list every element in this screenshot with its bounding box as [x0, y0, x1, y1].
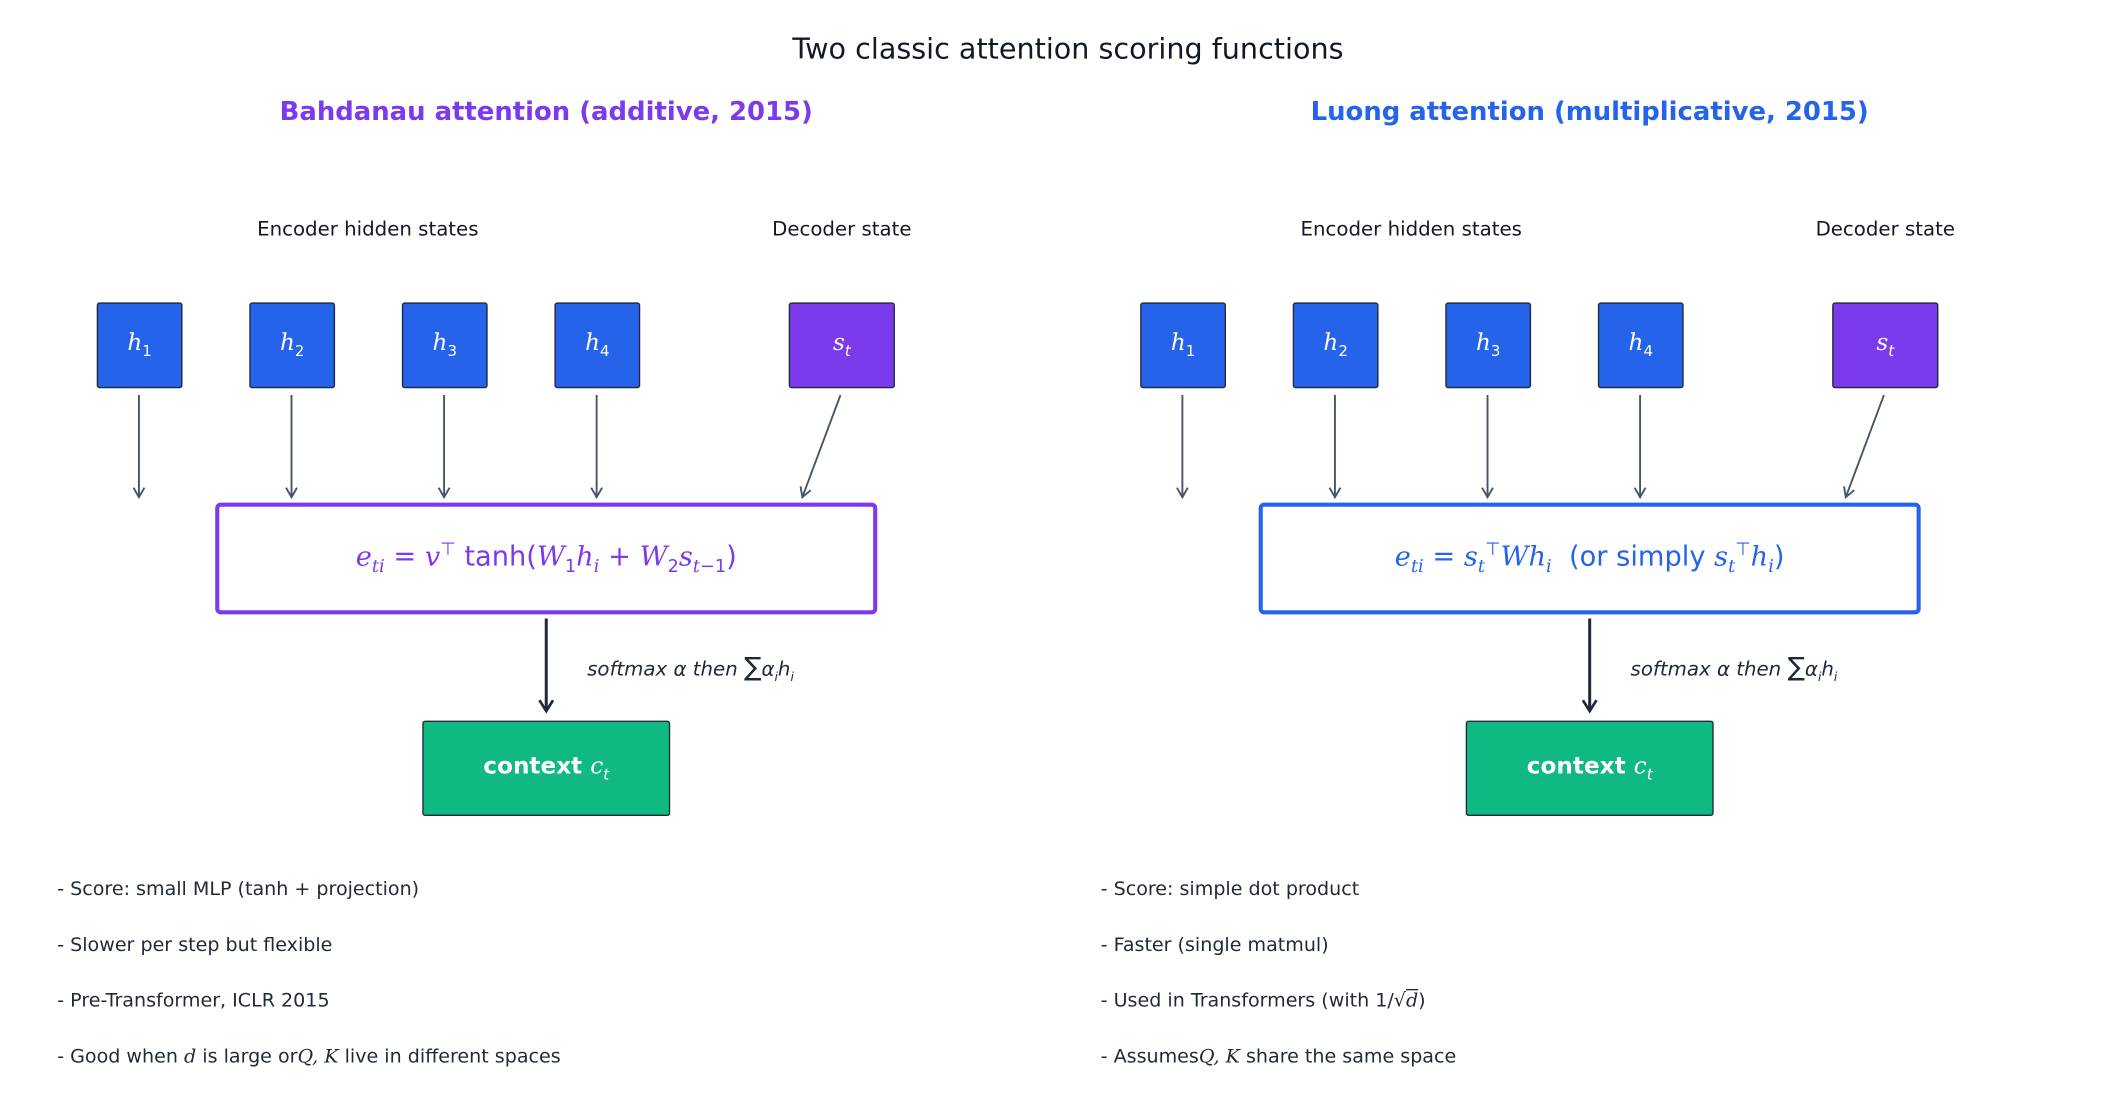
- right-context-box: context ct: [1465, 720, 1714, 816]
- right-softmax-note: softmax α then ∑αihi: [1630, 652, 1838, 686]
- right-encoder-h1: h1: [1140, 302, 1226, 389]
- right-decoder-label: Decoder state: [1815, 219, 1956, 242]
- left-decoder-label: Decoder state: [772, 219, 912, 242]
- figure-title: Two classic attention scoring functions: [792, 32, 1344, 66]
- left-encoder-h4: h4: [554, 302, 641, 389]
- bahdanau-heading: Bahdanau attention (additive, 2015): [279, 96, 813, 127]
- left-encoder-h2: h2: [249, 302, 336, 389]
- right-bullet-2: - Faster (single matmul): [1100, 934, 1329, 957]
- right-bullet-1: - Score: simple dot product: [1100, 878, 1360, 901]
- right-bullet-3: - Used in Transformers (with 1/√d): [1100, 990, 1426, 1013]
- right-encoder-h4: h4: [1597, 302, 1684, 389]
- left-softmax-note: softmax α then ∑αihi: [587, 652, 794, 686]
- right-encoder-h2: h2: [1292, 302, 1379, 389]
- left-context-box: context ct: [422, 720, 671, 816]
- left-decoder-st: st: [788, 302, 895, 389]
- bahdanau-formula-box: eti = v⊤ tanh(W1hi + W2st−1): [215, 502, 878, 615]
- left-encoder-h1: h1: [96, 302, 183, 389]
- left-encoder-label: Encoder hidden states: [257, 219, 479, 242]
- right-encoder-h3: h3: [1445, 302, 1532, 389]
- right-encoder-label: Encoder hidden states: [1300, 219, 1522, 242]
- right-decoder-st: st: [1832, 302, 1939, 389]
- left-bullet-3: - Pre-Transformer, ICLR 2015: [57, 990, 330, 1013]
- arrow-st-left: [799, 394, 842, 500]
- luong-heading: Luong attention (multiplicative, 2015): [1310, 96, 1869, 127]
- arrow-st-right: [1843, 394, 1885, 500]
- left-bullet-1: - Score: small MLP (tanh + projection): [57, 878, 420, 901]
- left-bullet-4: - Good when d is large orQ, K live in di…: [57, 1046, 561, 1068]
- left-encoder-h3: h3: [401, 302, 488, 389]
- left-bullet-2: - Slower per step but flexible: [57, 934, 333, 957]
- right-bullet-4: - AssumesQ, K share the same space: [1100, 1046, 1457, 1068]
- luong-formula-box: eti = st⊤Whi (or simply st⊤hi): [1258, 502, 1921, 615]
